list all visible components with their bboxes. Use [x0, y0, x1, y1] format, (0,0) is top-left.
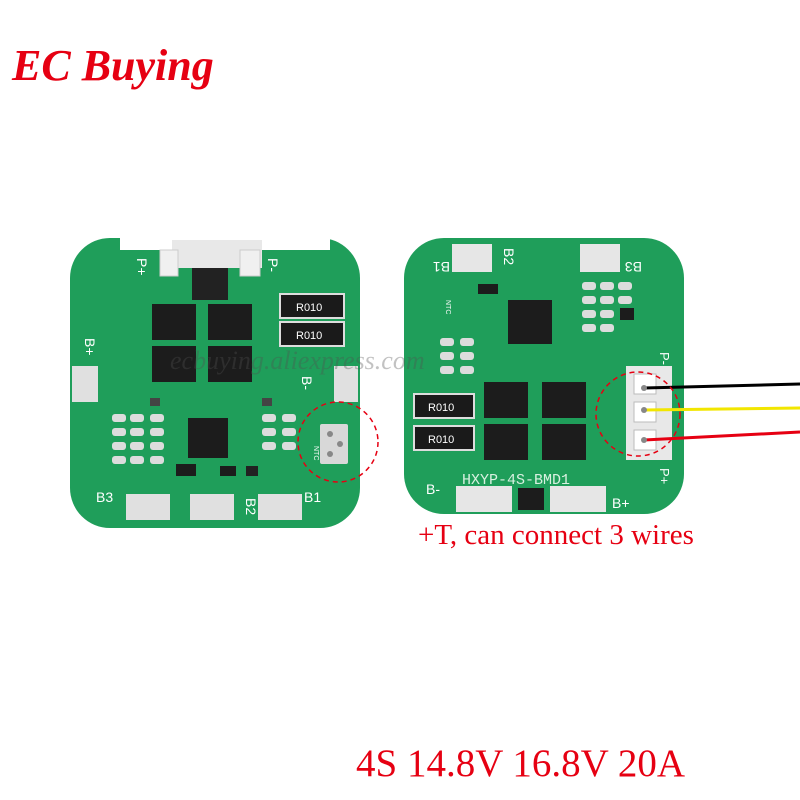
label-r010-d: R010 — [428, 434, 454, 446]
pcb-board-left: P+ P- R010 R010 B+ B- — [70, 238, 379, 528]
label-ntc-left: NTC — [312, 446, 319, 460]
label-b2-left: B2 — [243, 498, 259, 515]
label-b3-left: B3 — [96, 489, 113, 505]
label-ntc-right: NTC — [444, 300, 451, 314]
label-b-plus-right: B+ — [612, 495, 630, 511]
model-label: HXYP-4S-BMD1 — [462, 472, 570, 489]
label-b-plus: B+ — [82, 338, 98, 356]
label-p-minus: P- — [265, 258, 281, 272]
ntc-highlight-circle-left — [297, 401, 379, 483]
label-b-minus: B- — [299, 376, 315, 390]
watermark-text: ecbuying.aliexpress.com — [170, 346, 425, 375]
label-p-plus: P+ — [134, 258, 150, 276]
label-r010-c: R010 — [428, 402, 454, 414]
label-r010-a: R010 — [296, 302, 322, 314]
label-b3-right: B3 — [625, 259, 642, 275]
label-p-minus-right: P- — [657, 352, 672, 365]
label-p-plus-right: P+ — [657, 468, 672, 484]
feature-caption: +T, can connect 3 wires — [418, 519, 694, 551]
wire-yellow — [643, 406, 800, 412]
ntc-highlight-circle-right — [595, 371, 681, 457]
label-b-minus-right: B- — [426, 481, 440, 497]
label-b1-left: B1 — [304, 489, 321, 505]
label-r010-b: R010 — [296, 330, 322, 342]
wire-red — [643, 430, 800, 442]
pcb-board-right: B1 B2 B3 NTC R010 R010 HXYP-4S-BMD1 — [404, 238, 800, 514]
spec-label: 4S 14.8V 16.8V 20A — [356, 742, 686, 785]
brand-logo: EC Buying — [12, 41, 214, 90]
label-b2-right: B2 — [501, 248, 517, 265]
label-b1-right: B1 — [433, 259, 450, 275]
